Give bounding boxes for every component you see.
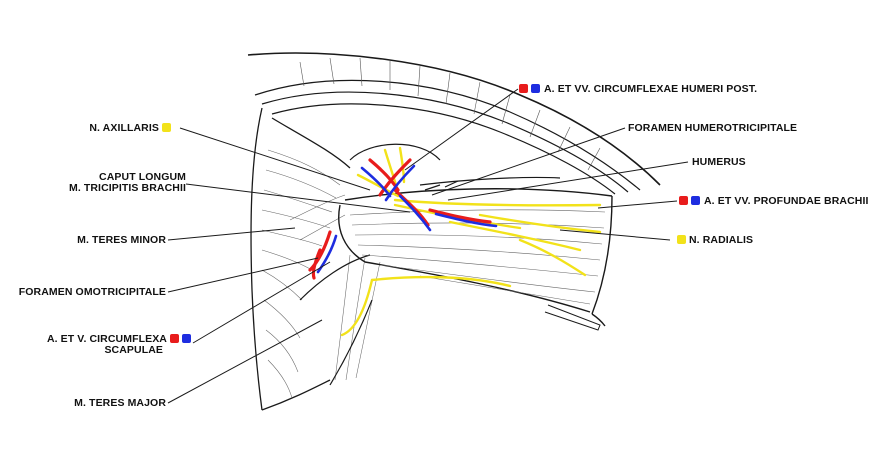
nerves <box>340 146 602 337</box>
arteries <box>308 158 492 280</box>
label-text: M. TERES MINOR <box>77 234 166 246</box>
triceps-arm-band <box>338 188 613 331</box>
label-text-line1: CAPUT LONGUM <box>99 171 186 183</box>
label-text: M. TERES MAJOR <box>74 397 166 409</box>
label-humerus: HUMERUS <box>692 157 746 168</box>
label-teres-major: M. TERES MAJOR <box>74 398 166 409</box>
arm-fibers <box>349 209 606 305</box>
label-n-radialis: N. RADIALIS <box>677 235 753 246</box>
artery-swatch <box>519 84 528 93</box>
nerve-swatch <box>162 123 171 132</box>
label-text: A. ET VV. CIRCUMFLEXAE HUMERI POST. <box>544 83 758 95</box>
nerve-swatch <box>677 235 686 244</box>
label-text: HUMERUS <box>692 156 746 168</box>
scapular-region <box>250 107 351 411</box>
artery-swatch <box>679 196 688 205</box>
humerus-head <box>349 143 561 191</box>
label-text: A. ET VV. PROFUNDAE BRACHII <box>704 195 869 207</box>
label-text: N. RADIALIS <box>689 234 754 246</box>
vein-swatch <box>531 84 540 93</box>
label-caput-longum: CAPUT LONGUM M. TRICIPITIS BRACHII <box>69 172 186 194</box>
teres-major-muscle <box>299 254 373 386</box>
label-foramen-omotricipitale: FORAMEN OMOTRICIPITALE <box>19 287 166 298</box>
label-text-line2: SCAPULAE <box>104 344 163 356</box>
deltoid-contour <box>247 52 661 195</box>
label-text-line2: M. TRICIPITIS BRACHII <box>68 182 186 194</box>
label-profundae-brachii: A. ET VV. PROFUNDAE BRACHII <box>679 196 869 207</box>
label-text-line1: A. ET V. CIRCUMFLEXA <box>46 333 167 345</box>
artery-swatch <box>170 334 179 343</box>
veins <box>316 164 498 274</box>
label-teres-minor: M. TERES MINOR <box>77 235 166 246</box>
label-text: N. AXILLARIS <box>89 122 159 134</box>
leader-lines <box>167 88 689 404</box>
vein-swatch <box>182 334 191 343</box>
label-text: FORAMEN HUMEROTRICIPITALE <box>628 122 798 134</box>
vein-swatch <box>691 196 700 205</box>
label-n-axillaris: N. AXILLARIS <box>89 123 171 134</box>
deltoid-hatching <box>299 57 601 171</box>
label-text: FORAMEN OMOTRICIPITALE <box>18 286 166 298</box>
muscle-fibers <box>261 149 381 399</box>
label-circumflexae-humeri-post: A. ET VV. CIRCUMFLEXAE HUMERI POST. <box>519 84 757 95</box>
label-circumflexa-scapulae: A. ET V. CIRCUMFLEXA SCAPULAE <box>47 334 191 356</box>
label-foramen-humerotricipitale: FORAMEN HUMEROTRICIPITALE <box>628 123 797 134</box>
